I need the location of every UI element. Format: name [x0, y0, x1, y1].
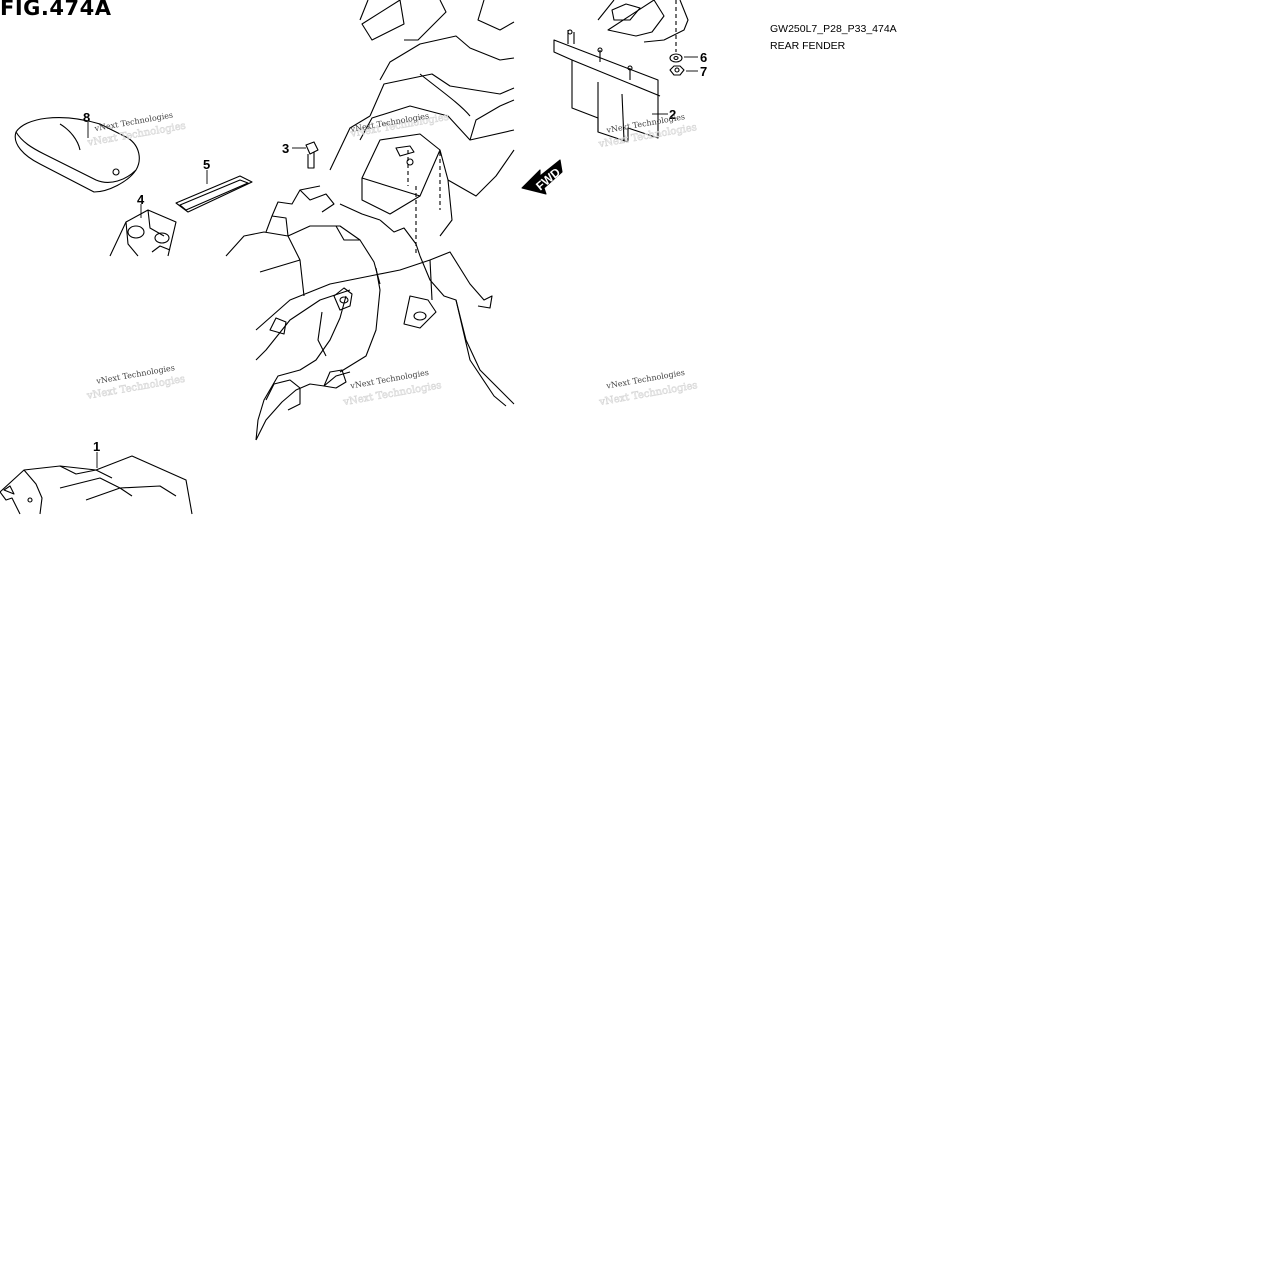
- watermarks: vNext Technologies vNext Technologies vN…: [85, 111, 699, 409]
- callout-1: 1: [93, 439, 100, 454]
- part-8-pad: [14, 117, 140, 193]
- callout-3: 3: [282, 141, 289, 156]
- main-rear-fender: [225, 0, 515, 441]
- callout-6: 6: [700, 50, 707, 65]
- part-2-guard-plate: [553, 0, 689, 143]
- callout-2: 2: [669, 107, 676, 122]
- figure-code: GW250L7_P28_P33_474A: [770, 23, 897, 35]
- callout-leaders: [87, 56, 698, 468]
- part-5-strap: [175, 175, 253, 213]
- figure-title: FIG.474A: [0, 0, 112, 20]
- callout-4: 4: [137, 192, 145, 207]
- callout-5: 5: [203, 157, 210, 172]
- part-3-bolt: [305, 141, 319, 169]
- part-7-nut: [669, 65, 685, 76]
- figure-name: REAR FENDER: [770, 40, 846, 52]
- part-1-rear-fender: [0, 455, 193, 515]
- callout-8: 8: [83, 110, 90, 125]
- part-4-bracket: [109, 209, 177, 257]
- part-6-washer: [669, 53, 683, 63]
- fwd-arrow: [521, 159, 563, 195]
- callout-7: 7: [700, 64, 707, 79]
